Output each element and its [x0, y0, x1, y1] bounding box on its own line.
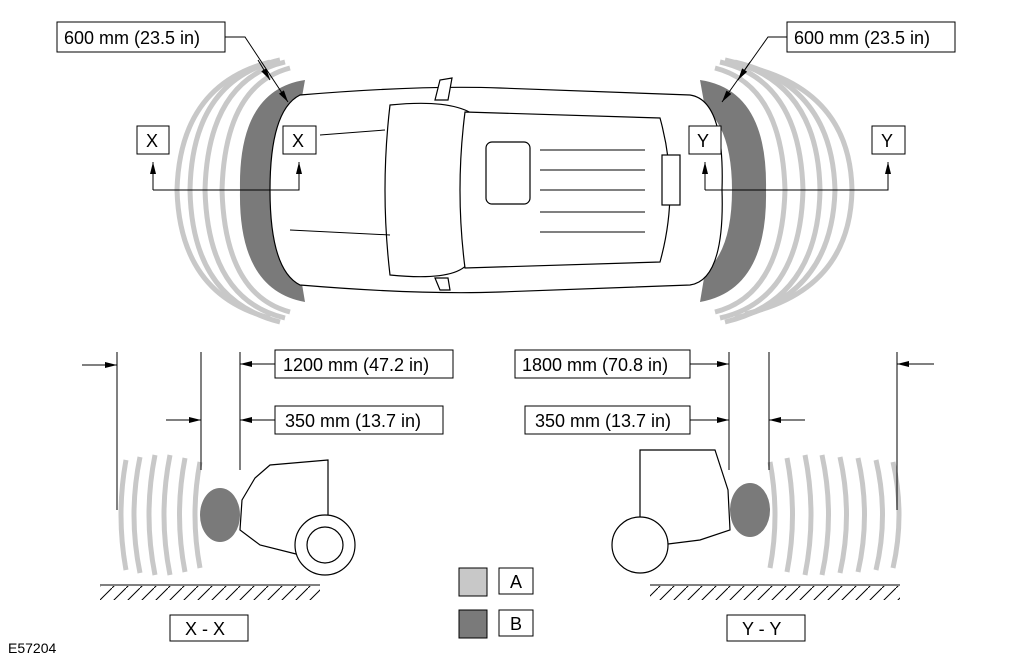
svg-text:X: X [146, 131, 158, 151]
vehicle-top-view [269, 77, 723, 294]
front-section-view: 1200 mm (47.2 in) 350 mm (13.7 in) X - X [82, 349, 454, 642]
rear-detection-zone [700, 57, 855, 325]
front-range-callout: 600 mm (23.5 in) [56, 21, 289, 103]
rear-section-title: Y - Y [742, 619, 781, 639]
legend-label-b: B [510, 614, 522, 634]
front-section-arcs [118, 454, 203, 576]
front-range-label: 600 mm (23.5 in) [64, 28, 200, 48]
rear-range-label: 600 mm (23.5 in) [794, 28, 930, 48]
front-section-title: X - X [185, 619, 225, 639]
section-marker-y: Y Y [688, 125, 906, 191]
rear-section-view: 1800 mm (70.8 in) 350 mm (13.7 in) Y - Y [514, 349, 934, 642]
svg-text:X: X [292, 131, 304, 151]
legend-swatch-b [458, 609, 488, 639]
figure-id: E57204 [8, 640, 57, 656]
front-outer-range-label: 1200 mm (47.2 in) [283, 355, 429, 375]
front-inner-range-label: 350 mm (13.7 in) [285, 411, 421, 431]
front-sensor-zone-b [200, 488, 240, 542]
svg-text:Y: Y [697, 131, 709, 151]
rear-outer-range-label: 1800 mm (70.8 in) [522, 355, 668, 375]
rear-sensor-zone-b [730, 483, 770, 537]
rear-range-callout: 600 mm (23.5 in) [721, 21, 956, 103]
svg-text:Y: Y [881, 131, 893, 151]
legend: A B [458, 567, 534, 639]
legend-swatch-a [458, 567, 488, 597]
rear-section-arcs [767, 454, 902, 576]
legend-label-a: A [510, 572, 522, 592]
section-marker-x: X X [136, 125, 317, 191]
rear-inner-range-label: 350 mm (13.7 in) [535, 411, 671, 431]
